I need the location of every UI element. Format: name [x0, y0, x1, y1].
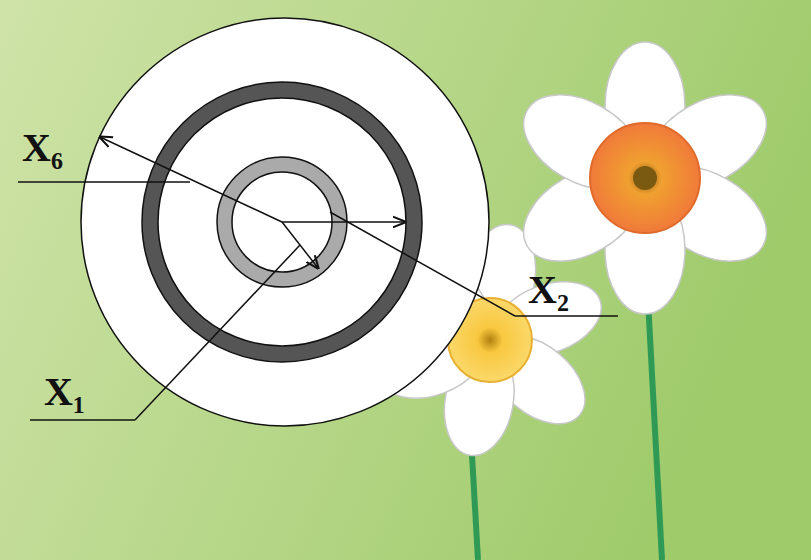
concentric-section	[81, 18, 489, 426]
dimension-label: X₆	[22, 128, 63, 168]
leader-lines	[18, 137, 618, 420]
flower-stem	[648, 300, 662, 560]
daffodil-flower	[507, 42, 783, 314]
dimension-label: X₁	[44, 372, 85, 412]
dimension-label: X₂	[528, 270, 569, 310]
